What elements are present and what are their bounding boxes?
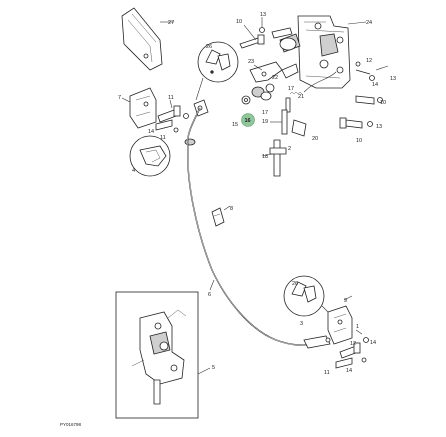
callout-16[interactable]: 16	[245, 118, 251, 124]
callout-12b[interactable]: 12	[350, 341, 356, 347]
callout-11c[interactable]: 11	[324, 370, 330, 376]
figure-code: PY016798	[60, 422, 82, 427]
callout-19[interactable]: 19	[262, 119, 268, 125]
callout-11a[interactable]: 11	[168, 95, 174, 101]
highlighted-callout-16[interactable]	[241, 113, 255, 127]
callout-15[interactable]: 15	[232, 122, 238, 128]
callout-7[interactable]: 7	[118, 95, 121, 101]
callout-21[interactable]: 21	[298, 94, 304, 100]
bolts-right	[339, 61, 389, 129]
callout-22a[interactable]: 22	[272, 75, 278, 81]
callout-13a[interactable]: 13	[260, 12, 266, 18]
detail-circle-clip-26	[195, 41, 239, 101]
callout-10a[interactable]: 10	[236, 19, 242, 25]
callout-27[interactable]: 27	[168, 20, 174, 26]
callout-22b[interactable]: 2	[288, 146, 291, 152]
detail-circle-clip-26-lower	[283, 275, 333, 317]
bracket-9	[327, 295, 353, 345]
bracket-7	[121, 87, 157, 129]
callout-4[interactable]: 4	[132, 168, 135, 174]
callout-14a[interactable]: 14	[372, 82, 378, 88]
callout-17a[interactable]: 17	[288, 86, 294, 92]
callout-20[interactable]: 20	[312, 136, 318, 142]
callout-5[interactable]: 5	[212, 365, 215, 371]
callout-13c[interactable]: 13	[376, 124, 382, 130]
link-19-clip-20	[270, 109, 307, 137]
washers-15-17	[241, 83, 275, 105]
callout-10b[interactable]: 10	[380, 100, 386, 106]
callout-26a[interactable]: 26	[206, 44, 212, 50]
clip-8	[211, 205, 231, 227]
callout-10c[interactable]: 10	[356, 138, 362, 144]
callout-13b[interactable]: 13	[390, 76, 396, 82]
callout-14c[interactable]: 14	[370, 340, 376, 346]
callout-3[interactable]: 3	[300, 321, 303, 327]
bracket-plate-27	[121, 7, 174, 71]
callout-1[interactable]: 1	[356, 324, 359, 330]
callout-18[interactable]: 18	[262, 154, 268, 160]
callout-14d[interactable]: 14	[346, 368, 352, 374]
linkage-assembly-24	[297, 15, 367, 89]
control-cable-6	[186, 107, 331, 349]
inset-box-5	[115, 291, 211, 419]
callout-26b[interactable]: 26	[292, 281, 298, 287]
callout-24[interactable]: 24	[366, 20, 372, 26]
callout-14b[interactable]: 14	[148, 129, 154, 135]
bolt-cluster-top	[239, 17, 301, 53]
bolts-left	[155, 99, 189, 133]
rod-18	[261, 139, 287, 177]
callout-6[interactable]: 6	[208, 292, 211, 298]
callout-8[interactable]: 8	[230, 206, 233, 212]
bolts-lower	[335, 329, 369, 369]
callout-12a[interactable]: 12	[366, 58, 372, 64]
callout-23[interactable]: 23	[248, 59, 254, 65]
callout-11b[interactable]: 11	[160, 135, 166, 141]
detail-circle-clip-4	[129, 135, 171, 177]
callout-17b[interactable]: 17	[262, 110, 268, 116]
lever-23	[249, 61, 299, 83]
callout-9[interactable]: 9	[344, 298, 347, 304]
spring-21	[285, 71, 337, 113]
